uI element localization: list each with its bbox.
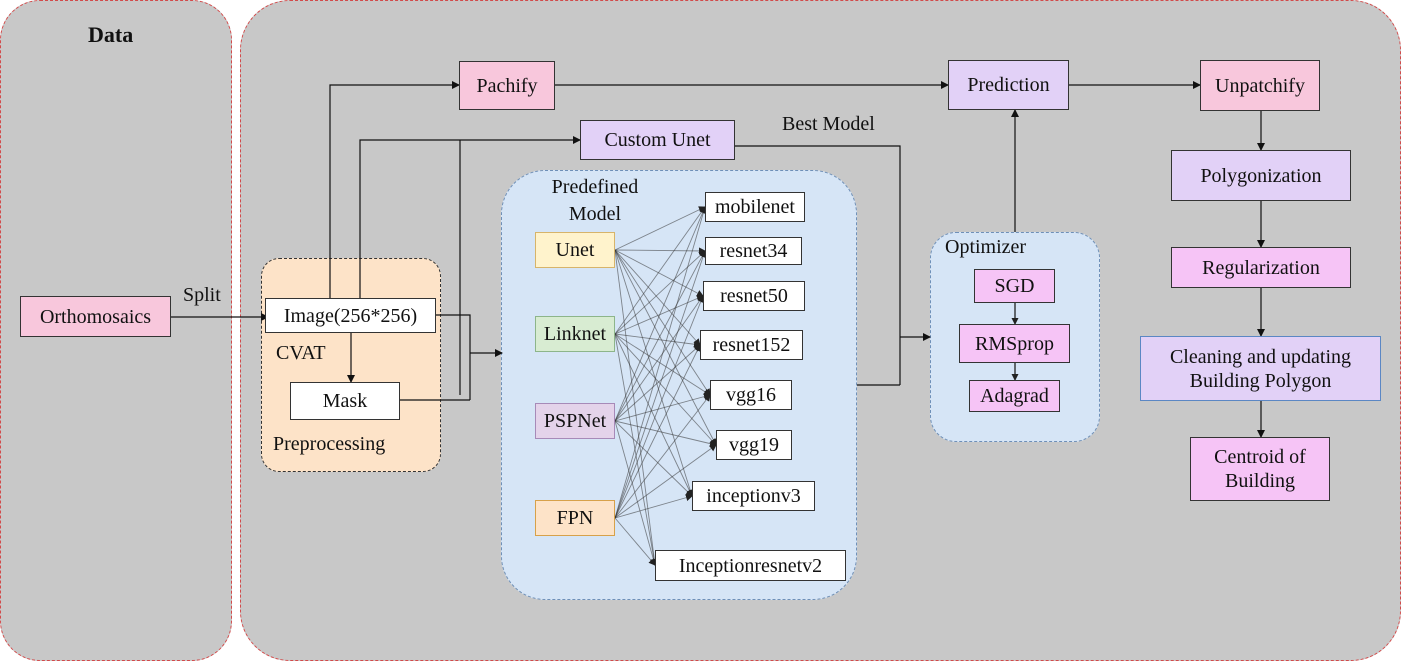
cvat-label: CVAT bbox=[276, 342, 326, 364]
backbone-inceptionresnetv2: Inceptionresnetv2 bbox=[655, 550, 846, 581]
fan-connector bbox=[614, 206, 706, 251]
fan-connector bbox=[614, 247, 706, 255]
fan-connector bbox=[614, 249, 711, 396]
pachify-node: Pachify bbox=[459, 61, 555, 110]
centroid-node: Centroid of Building bbox=[1190, 437, 1330, 501]
backbone-vgg19: vgg19 bbox=[716, 430, 792, 460]
backbone-resnet34: resnet34 bbox=[705, 237, 802, 265]
orthomosaics-node: Orthomosaics bbox=[20, 296, 171, 337]
fan-connector bbox=[614, 517, 656, 566]
fan-connector bbox=[614, 206, 707, 519]
fan-connector bbox=[614, 249, 658, 566]
fan-connector bbox=[614, 249, 694, 497]
predefined-model-label: Predefined Model bbox=[551, 176, 639, 225]
fan-connector bbox=[614, 249, 701, 346]
arch-fpn: FPN bbox=[535, 500, 615, 536]
fan-connector bbox=[614, 206, 706, 335]
best-model-label: Best Model bbox=[782, 113, 875, 135]
fan-connector bbox=[614, 420, 717, 448]
prediction-node: Prediction bbox=[948, 60, 1069, 110]
cleaning-node: Cleaning and updating Building Polygon bbox=[1140, 336, 1381, 401]
arch-linknet: Linknet bbox=[535, 316, 615, 352]
fan-connector bbox=[614, 295, 705, 519]
fan-connector bbox=[614, 333, 711, 396]
fan-connector bbox=[614, 295, 704, 422]
image-node: Image(256*256) bbox=[265, 298, 436, 333]
fan-connector bbox=[614, 295, 704, 335]
fan-connector bbox=[614, 249, 704, 297]
backbone-resnet152: resnet152 bbox=[700, 330, 803, 360]
optimizer-label: Optimizer bbox=[945, 236, 1027, 258]
polygonization-node: Polygonization bbox=[1171, 150, 1351, 201]
custom-unet-node: Custom Unet bbox=[580, 120, 735, 160]
fan-connector bbox=[614, 249, 717, 446]
fan-connector bbox=[614, 344, 701, 422]
optimizer-rmsprop: RMSprop bbox=[959, 324, 1070, 363]
optimizer-adagrad: Adagrad bbox=[969, 380, 1060, 412]
fan-connector bbox=[614, 250, 707, 519]
unpatchify-node: Unpatchify bbox=[1200, 60, 1320, 111]
arch-unet: Unet bbox=[535, 232, 615, 268]
backbone-inceptionv3: inceptionv3 bbox=[692, 481, 815, 511]
arch-pspnet: PSPNet bbox=[535, 403, 615, 439]
backbone-vgg16: vgg16 bbox=[710, 380, 792, 410]
fan-connector bbox=[614, 344, 701, 519]
fan-connector bbox=[614, 333, 701, 348]
fan-connector bbox=[614, 394, 711, 519]
mask-node: Mask bbox=[290, 382, 400, 420]
fan-connector bbox=[614, 494, 693, 519]
backbone-mobilenet: mobilenet bbox=[705, 192, 805, 222]
regularization-node: Regularization bbox=[1171, 247, 1351, 288]
optimizer-sgd: SGD bbox=[974, 269, 1055, 303]
fan-connector bbox=[614, 444, 717, 519]
fan-connector bbox=[614, 393, 711, 422]
fan-connector bbox=[614, 250, 706, 335]
preprocessing-label: Preprocessing bbox=[273, 433, 386, 455]
data-panel-title: Data bbox=[88, 22, 134, 47]
fan-connector bbox=[614, 420, 657, 566]
fan-connector bbox=[614, 333, 693, 497]
fan-connector bbox=[614, 420, 693, 497]
split-label: Split bbox=[183, 284, 221, 306]
fan-connector bbox=[614, 250, 706, 422]
backbone-resnet50: resnet50 bbox=[703, 281, 805, 311]
fan-connector bbox=[614, 206, 706, 422]
